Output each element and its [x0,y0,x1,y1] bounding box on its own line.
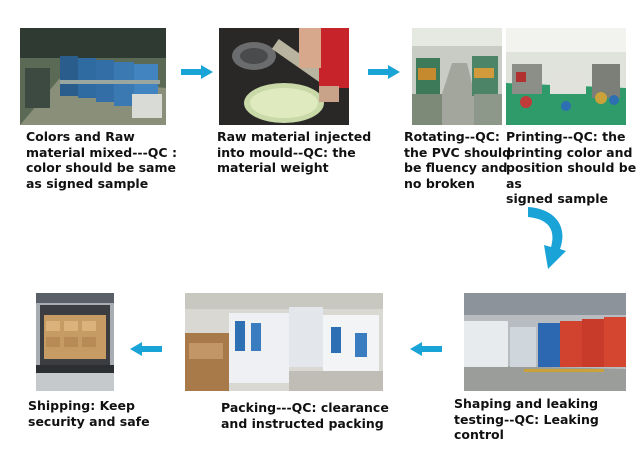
step-3-caption: Rotating--QC: the PVC should be fluency … [404,129,512,191]
step-1-caption: Colors and Raw material mixed---QC : col… [26,129,177,191]
warehouse-blue-barrels-photo [20,28,166,125]
leak-testing-racks-photo [464,293,626,391]
rotating-machines-photo [412,28,502,125]
step-6-caption: Packing---QC: clearance and instructed p… [221,400,389,431]
step-5-caption: Shaping and leaking testing--QC: Leaking… [454,396,599,442]
arrow-left-icon [410,342,442,356]
step-4-caption: Printing--QC: the printing color and pos… [506,129,637,206]
step-7-caption: Shipping: Keep security and safe [28,398,150,429]
arrow-left-icon [130,342,162,356]
arrow-right-icon [181,65,213,79]
container-loading-photo [36,293,114,391]
packed-cartons-photo [185,293,383,391]
printing-workshop-photo [506,28,626,125]
arrow-right-icon [368,65,400,79]
step-2-caption: Raw material injected into mould--QC: th… [217,129,372,175]
mould-injection-photo [219,28,349,125]
curved-arrow-icon [526,205,568,271]
